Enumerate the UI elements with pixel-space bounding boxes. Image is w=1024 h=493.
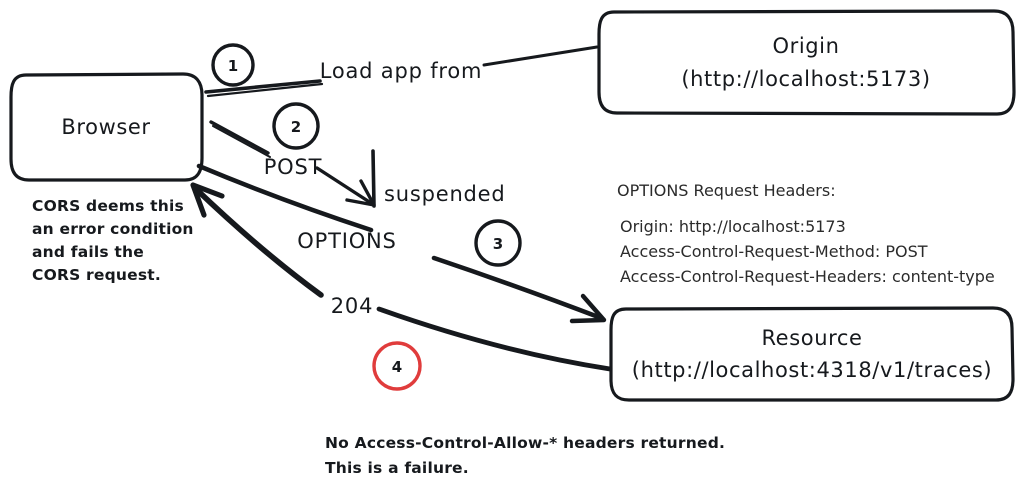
step-1-number: 1 bbox=[228, 57, 238, 75]
step-2-circle-shape bbox=[272, 102, 320, 150]
edge-4-line-right bbox=[376, 306, 613, 372]
edge-2-label: POST bbox=[264, 155, 323, 179]
failure-note-line-1: No Access-Control-Allow-* headers return… bbox=[325, 434, 725, 452]
edge-1-line-right bbox=[482, 45, 599, 67]
step-2-number: 2 bbox=[291, 118, 301, 136]
edge-3-line-left bbox=[196, 163, 374, 233]
suspended-label: suspended bbox=[384, 182, 506, 206]
step-circle-4[interactable]: 4 bbox=[372, 341, 422, 391]
headers-panel-title: OPTIONS Request Headers: bbox=[617, 181, 836, 200]
browser-note-line-1: CORS deems this bbox=[32, 197, 184, 215]
suspended-bar bbox=[371, 149, 376, 208]
edge-4-arrowhead bbox=[190, 182, 225, 218]
options-request-headers-panel: OPTIONS Request Headers: Origin: http://… bbox=[617, 181, 995, 286]
suspended-marker: suspended bbox=[371, 149, 506, 208]
edge-3-label: OPTIONS bbox=[297, 229, 396, 253]
origin-label-line1: Origin bbox=[772, 34, 839, 58]
origin-label-line2: (http://localhost:5173) bbox=[681, 67, 930, 91]
browser-label: Browser bbox=[61, 115, 150, 139]
step-3-circle-shape bbox=[474, 219, 522, 267]
browser-box-shape bbox=[9, 72, 204, 182]
step-circle-2[interactable]: 2 bbox=[272, 102, 320, 150]
origin-box-shape bbox=[597, 9, 1016, 116]
step-4-number: 4 bbox=[392, 358, 402, 376]
edge-post: POST bbox=[209, 120, 376, 207]
edge-204: 204 bbox=[190, 182, 613, 372]
browser-note-line-2: an error condition bbox=[32, 220, 194, 238]
edge-options: OPTIONS bbox=[196, 163, 607, 324]
resource-label-line2: (http://localhost:4318/v1/traces) bbox=[632, 358, 992, 382]
node-origin[interactable]: Origin (http://localhost:5173) bbox=[597, 9, 1016, 116]
headers-panel-line-3: Access-Control-Request-Headers: content-… bbox=[620, 267, 995, 286]
edge-3-line-right bbox=[431, 255, 604, 321]
headers-panel-line-1: Origin: http://localhost:5173 bbox=[620, 217, 846, 236]
edge-1-label: Load app from bbox=[320, 59, 483, 83]
step-1-circle-shape bbox=[211, 43, 255, 87]
step-circle-1[interactable]: 1 bbox=[211, 43, 255, 87]
browser-note-line-4: CORS request. bbox=[32, 266, 161, 284]
step-3-number: 3 bbox=[493, 235, 503, 253]
failure-note-line-2: This is a failure. bbox=[325, 459, 469, 477]
browser-note-line-3: and fails the bbox=[32, 243, 144, 261]
edge-2-line-left bbox=[209, 120, 270, 155]
resource-label-line1: Resource bbox=[761, 326, 862, 350]
node-resource[interactable]: Resource (http://localhost:4318/v1/trace… bbox=[609, 306, 1015, 402]
edge-load-app-from: Load app from bbox=[204, 45, 599, 98]
edge-1-line-left-sketch bbox=[206, 82, 324, 98]
edge-2-line-left-sketch bbox=[212, 125, 271, 158]
headers-panel-line-2: Access-Control-Request-Method: POST bbox=[620, 242, 928, 261]
step-4-circle-shape bbox=[372, 341, 422, 391]
edge-1-line-left bbox=[204, 79, 322, 94]
edge-4-line-left bbox=[193, 186, 324, 298]
resource-box-shape bbox=[609, 306, 1015, 402]
failure-note: No Access-Control-Allow-* headers return… bbox=[325, 434, 725, 477]
edge-4-label: 204 bbox=[331, 294, 373, 318]
node-browser[interactable]: Browser bbox=[9, 72, 204, 182]
edge-2-line-right bbox=[315, 166, 373, 205]
browser-error-note: CORS deems this an error condition and f… bbox=[32, 197, 194, 284]
step-circle-3[interactable]: 3 bbox=[474, 219, 522, 267]
edge-3-arrowhead bbox=[569, 293, 607, 324]
